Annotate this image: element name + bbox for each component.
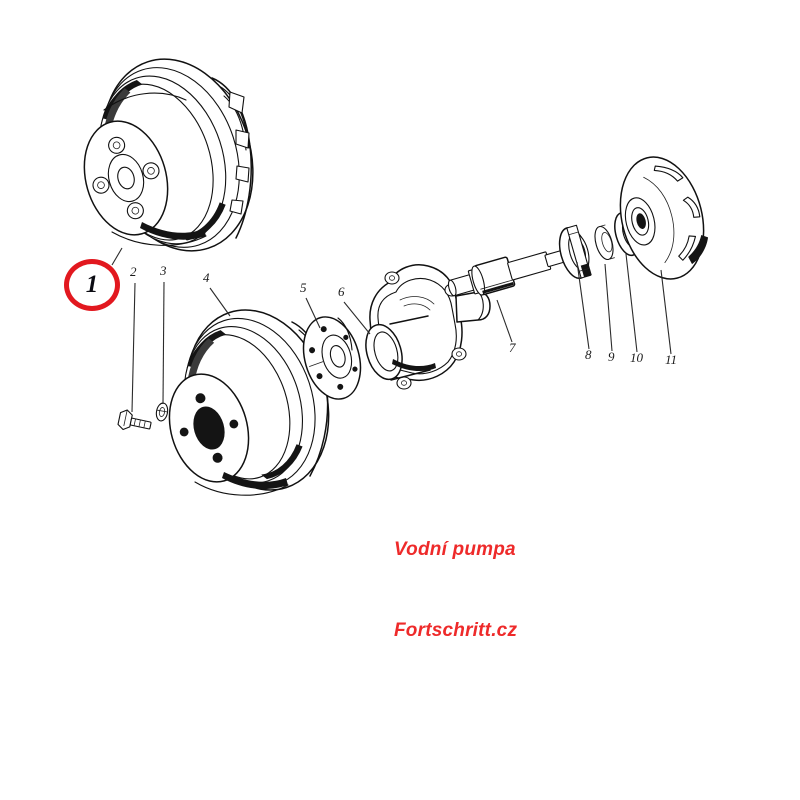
part-4-pulley-hub (168, 309, 330, 496)
leader-lines (111, 247, 672, 413)
leader-5 (305, 297, 321, 329)
part-label-8: 8 (585, 347, 592, 362)
leader-4 (209, 287, 231, 317)
leader-11 (660, 269, 672, 355)
leader-7 (496, 299, 513, 343)
part-label-10: 10 (630, 350, 644, 365)
part-label-5: 5 (300, 280, 307, 295)
leader-8 (576, 261, 590, 350)
callout-badge-1[interactable]: 1 (64, 259, 120, 311)
leader-1 (111, 247, 123, 266)
watermark-caption: Vodní pumpa Fortschritt.cz (394, 482, 517, 698)
part-2-bolt (117, 409, 152, 431)
part-label-6: 6 (338, 284, 345, 299)
part-5-bearing-flange-plate (302, 316, 362, 400)
part-label-2: 2 (130, 264, 137, 279)
part-label-4: 4 (203, 270, 210, 285)
part-1-pulley-assembly (83, 58, 254, 252)
part-8-ball-bearing (558, 224, 592, 279)
part-label-7: 7 (509, 340, 516, 355)
part-number-labels: 2 3 4 5 6 7 8 9 10 11 (130, 263, 677, 367)
leader-3 (162, 281, 165, 405)
part-label-9: 9 (608, 349, 615, 364)
leader-9 (604, 263, 613, 352)
leader-10 (625, 253, 638, 353)
watermark-line-1: Vodní pumpa (394, 539, 516, 560)
leader-6 (343, 301, 371, 335)
callout-badge-number: 1 (85, 270, 99, 298)
leader-2 (131, 282, 136, 413)
part-11-impeller (619, 156, 709, 280)
part-label-3: 3 (159, 263, 167, 278)
part-9-spacer-ring (594, 224, 615, 261)
watermark-line-2: Fortschritt.cz (394, 620, 518, 641)
part-label-11: 11 (665, 352, 677, 367)
